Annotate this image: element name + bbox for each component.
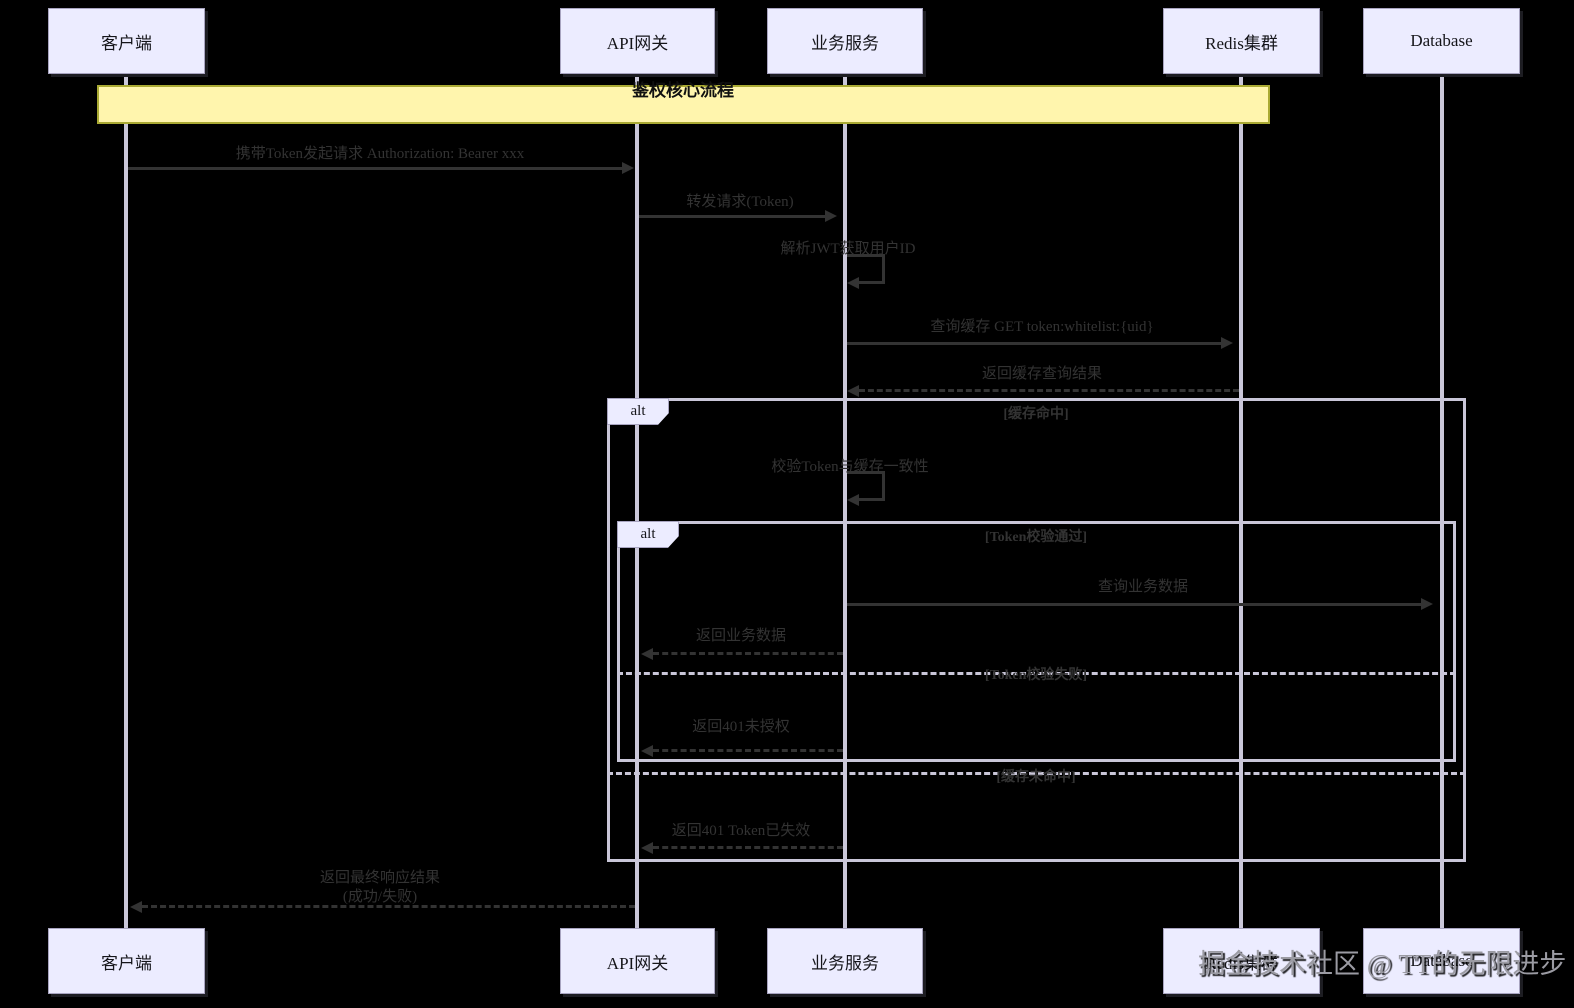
- alt-divider-outer: [607, 772, 1466, 775]
- participant-service-bottom: 业务服务: [767, 928, 923, 994]
- message-cache-result: 返回缓存查询结果: [981, 366, 1103, 382]
- message-forward-request: 转发请求(Token): [686, 194, 794, 210]
- message-verify-token: 校验Token与缓存一致性: [771, 459, 929, 475]
- selfloop-side: [882, 254, 885, 284]
- arrow-line: [639, 215, 829, 218]
- return-line: [859, 389, 1239, 392]
- arrowhead: [641, 648, 653, 660]
- arrowhead: [847, 277, 859, 289]
- guard-token-invalid: [Token校验失败]: [984, 668, 1088, 683]
- message-request-with-token: 携带Token发起请求 Authorization: Bearer xxx: [235, 146, 525, 162]
- message-return-token-expired: 返回401 Token已失效: [671, 823, 811, 839]
- participant-database-top: Database: [1363, 8, 1520, 74]
- participant-redis-bottom: Redis集群: [1163, 928, 1320, 994]
- alt-divider-inner: [617, 672, 1456, 675]
- arrow-line: [128, 167, 628, 170]
- guard-token-valid: [Token校验通过]: [984, 530, 1088, 545]
- message-query-business-data: 查询业务数据: [1097, 579, 1189, 595]
- participant-client-top: 客户端: [48, 8, 205, 74]
- final-response-line2: (成功/失败): [342, 889, 418, 905]
- selfloop-top: [847, 254, 885, 257]
- guard-cache-miss: [缓存未命中]: [996, 770, 1076, 785]
- alt-fragment-outer: [607, 398, 1466, 862]
- selfloop-top: [847, 471, 885, 474]
- return-line: [653, 846, 843, 849]
- return-line: [653, 749, 843, 752]
- arrowhead: [1221, 337, 1233, 349]
- arrow-line: [847, 603, 1425, 606]
- arrowhead: [1421, 598, 1433, 610]
- participant-client-bottom: 客户端: [48, 928, 205, 994]
- arrowhead: [825, 210, 837, 222]
- alt-label-outer: alt: [607, 398, 669, 425]
- return-line: [653, 652, 843, 655]
- lifeline-service: [843, 74, 847, 928]
- arrow-line: [847, 342, 1225, 345]
- participant-redis-top: Redis集群: [1163, 8, 1320, 74]
- participant-database-bottom: Database: [1363, 928, 1520, 994]
- arrowhead: [641, 745, 653, 757]
- participant-gateway-top: API网关: [560, 8, 715, 74]
- participant-service-top: 业务服务: [767, 8, 923, 74]
- selfloop-bottom: [857, 281, 885, 284]
- message-return-401: 返回401未授权: [692, 719, 790, 735]
- arrowhead: [622, 162, 634, 174]
- flow-highlight-note: [97, 85, 1270, 124]
- message-return-business-data: 返回业务数据: [695, 628, 787, 644]
- selfloop-bottom: [857, 498, 885, 501]
- message-parse-jwt: 解析JWT获取用户ID: [780, 241, 916, 257]
- arrowhead: [641, 842, 653, 854]
- final-response-line1: 返回最终响应结果: [319, 870, 441, 886]
- lifeline-client: [124, 74, 128, 928]
- arrowhead: [847, 385, 859, 397]
- lifeline-gateway: [635, 74, 639, 928]
- selfloop-side: [882, 471, 885, 501]
- guard-cache-hit: [缓存命中]: [1003, 407, 1069, 422]
- alt-label-inner: alt: [617, 521, 679, 548]
- message-query-cache: 查询缓存 GET token:whitelist:{uid}: [930, 319, 1154, 335]
- participant-gateway-bottom: API网关: [560, 928, 715, 994]
- return-line: [142, 905, 635, 908]
- diagram-title: 鉴权核心流程: [632, 81, 734, 100]
- message-final-response: 返回最终响应结果 (成功/失败): [320, 869, 440, 907]
- watermark: 掘金技术社区 @ TT的无限进步: [1198, 949, 1567, 979]
- alt-fragment-inner: [617, 521, 1456, 762]
- lifeline-redis: [1239, 74, 1243, 928]
- arrowhead: [130, 901, 142, 913]
- lifeline-database: [1440, 74, 1444, 928]
- arrowhead: [847, 494, 859, 506]
